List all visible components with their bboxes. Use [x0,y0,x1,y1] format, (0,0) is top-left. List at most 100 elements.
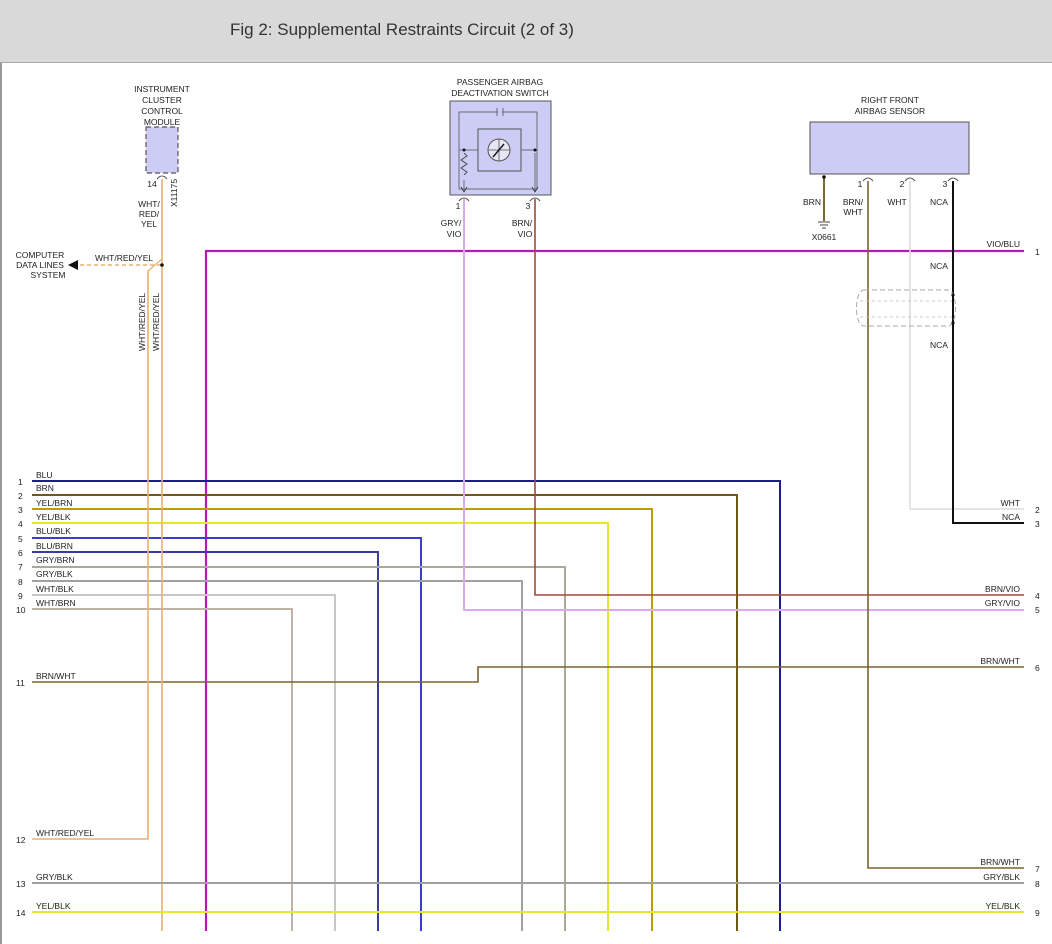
left-wire-pin: 3 [18,505,23,515]
cdl-wire-label: WHT/RED/YEL [95,253,153,263]
left-wire-pin: 13 [16,879,26,889]
left-wire-label: GRY/BLK [36,872,73,882]
cdl-label-3: SYSTEM [31,270,66,280]
wire-nca-3 [952,181,1024,524]
left-wire-pin: 7 [18,562,23,572]
wire-yel-brn [32,508,653,931]
left-wire-label: BRN [36,483,54,493]
right-front-airbag-sensor: RIGHT FRONT AIRBAG SENSOR 1 2 3 BRN BRN/… [803,95,970,242]
right-wire-label: BRN/VIO [985,584,1020,594]
cdl-label-1: COMPUTER [16,250,65,260]
left-wire-pin: 6 [18,548,23,558]
wire-brn-vio [534,199,1024,596]
right-wire-label: GRY/BLK [983,872,1020,882]
right-wire-pin: 7 [1035,864,1040,874]
pads-wire3-b: VIO [518,229,533,239]
left-wire-label: BLU/BLK [36,526,71,536]
pads-wire1-b: VIO [447,229,462,239]
wire-computer-link [68,258,164,272]
rf-ground: X0661 [812,232,837,242]
wire-vio-blu [204,249,1024,931]
wire-yel-blk [32,522,609,931]
left-wire-pin: 8 [18,577,23,587]
icc-wire-2: RED/ [139,209,160,219]
wire-gry-vio [463,199,1024,611]
wire-brn [32,494,738,931]
figure-header: Fig 2: Supplemental Restraints Circuit (… [0,0,1052,62]
right-wire-pin: 9 [1035,908,1040,918]
icc-pin: 14 [147,179,157,189]
wire-gry-brn [32,566,566,931]
left-wire-pin: 5 [18,534,23,544]
passenger-airbag-switch: PASSENGER AIRBAG DEACTIVATION SWITCH 1 3… [441,77,552,239]
rf-pin-1: 1 [858,179,863,189]
left-wire-pin: 4 [18,519,23,529]
wire-blu [32,480,781,931]
right-wire-label: NCA [1002,512,1020,522]
pads-wire1-a: GRY/ [441,218,462,228]
right-wire-pin: 2 [1035,505,1040,515]
left-wire-pin: 9 [18,591,23,601]
right-wire-label: WHT [1001,498,1020,508]
nca-label-2: NCA [930,340,948,350]
left-wire-pin: 14 [16,908,26,918]
left-wire-label: YEL/BLK [36,512,71,522]
icc-label-1: INSTRUMENT [134,84,190,94]
icc-label-3: CONTROL [141,106,183,116]
pads-label-2: DEACTIVATION SWITCH [451,88,548,98]
left-wire-pin: 11 [16,678,25,688]
left-wire-pin: 2 [18,491,23,501]
rf-wire1-a: BRN/ [843,197,864,207]
rf-wire2: WHT [887,197,906,207]
right-wire-label: GRY/VIO [985,598,1021,608]
left-wire-label: WHT/BRN [36,598,76,608]
left-wire-label: BLU [36,470,53,480]
nca-label-1: NCA [930,261,948,271]
pads-pin-3: 3 [526,201,531,211]
left-wire-pin: 1 [18,477,23,487]
rf-pin-2: 2 [900,179,905,189]
cdl-label-2: DATA LINES [16,260,64,270]
wire-wht-2 [909,181,1024,510]
icc-wire-3: YEL [141,219,157,229]
wire-blu-blk [32,537,422,931]
pads-pin-1: 1 [456,201,461,211]
shielded-twisted-pair [856,289,956,327]
wire-wht-blk [32,594,336,931]
right-wire-label: BRN/WHT [980,857,1020,867]
pads-wire3-a: BRN/ [512,218,533,228]
wire-gry-blk [32,580,523,931]
vertical-wire-label-2: WHT/RED/YEL [151,293,161,351]
right-wire-pin: 3 [1035,519,1040,529]
right-wire-label: VIO/BLU [986,239,1020,249]
rf-wire3: NCA [930,197,948,207]
rf-wire1-b: WHT [843,207,862,217]
left-wire-pin: 12 [16,835,26,845]
right-connector: VIO/BLU 1 WHT 2 NCA 3 BRN/VIO 4 GRY/VIO … [980,239,1040,918]
left-wire-label: YEL/BLK [36,901,71,911]
rf-wire-brn: BRN [803,197,821,207]
left-wire-label: WHT/RED/YEL [36,828,94,838]
left-wire-label: BRN/WHT [36,671,76,681]
left-connector: BLU 1 BRN 2 YEL/BRN 3 YEL/BLK 4 BLU/BLK … [16,470,94,918]
wire-brn-ground [818,175,830,229]
left-wire-label: GRY/BRN [36,555,75,565]
icc-label-4: MODULE [144,117,181,127]
left-wire-label: BLU/BRN [36,541,73,551]
wire-brn-wht-11 [32,666,1024,683]
wire-wht-brn [32,608,293,931]
right-wire-pin: 8 [1035,879,1040,889]
left-wire-label: YEL/BRN [36,498,72,508]
figure-title: Fig 2: Supplemental Restraints Circuit (… [230,20,574,39]
icc-connector: X11175 [169,179,179,207]
instrument-cluster-module: INSTRUMENT CLUSTER CONTROL MODULE 14 X11… [134,84,190,229]
wire-wht-red-yel-12 [32,271,149,840]
right-wire-label: YEL/BLK [986,901,1021,911]
icc-label-2: CLUSTER [142,95,182,105]
right-wire-label: BRN/WHT [980,656,1020,666]
wiring-diagram: INSTRUMENT CLUSTER CONTROL MODULE 14 X11… [0,62,1052,944]
rf-pin-3: 3 [943,179,948,189]
right-wire-pin: 6 [1035,663,1040,673]
wire-brn-wht-7 [867,181,1024,869]
left-wire-pin: 10 [16,605,26,615]
